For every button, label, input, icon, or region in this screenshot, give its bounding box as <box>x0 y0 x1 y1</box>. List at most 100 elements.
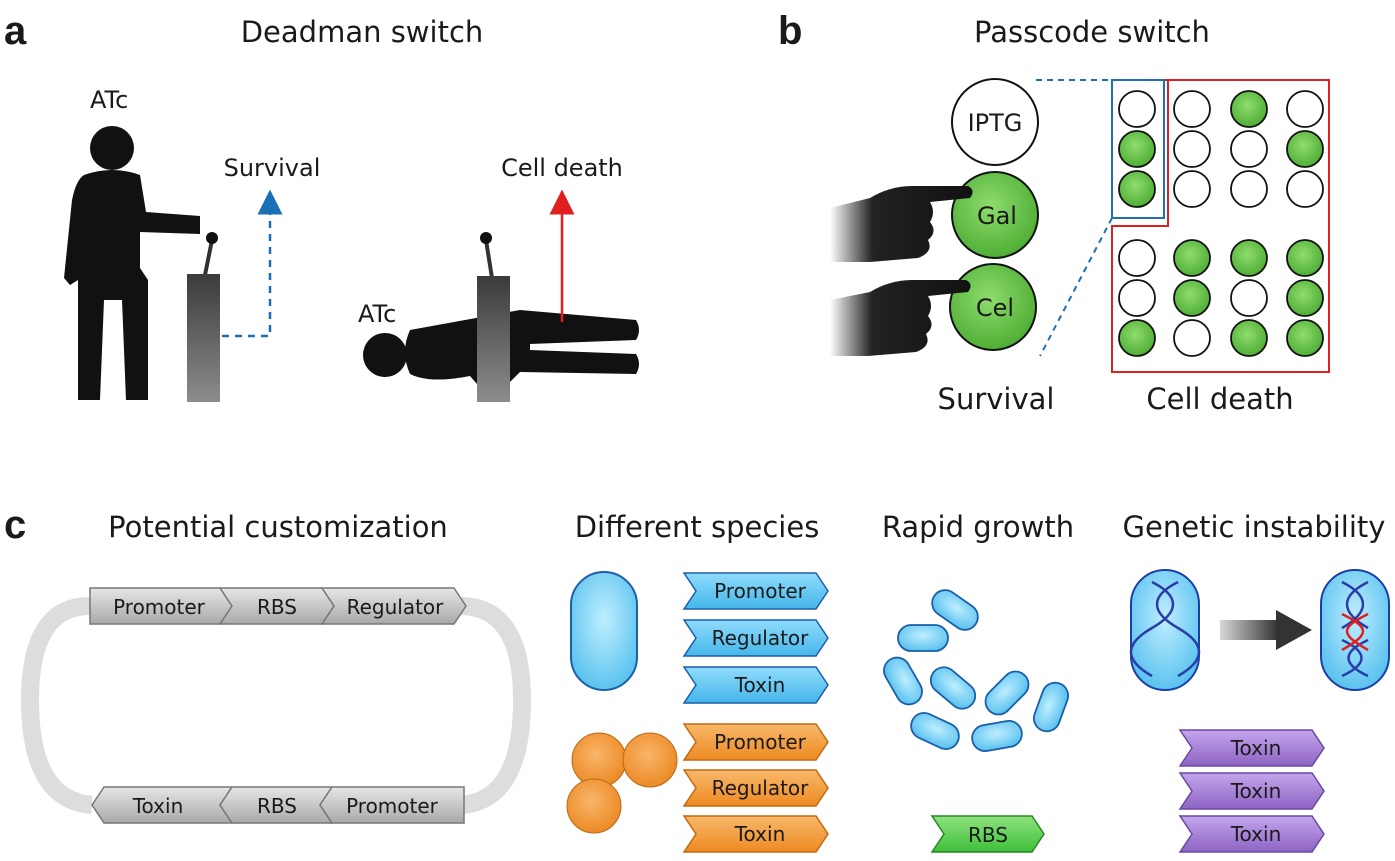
part-promoter-bottom <box>319 786 465 824</box>
input-circle-off <box>1286 170 1324 208</box>
input-circle-off <box>1118 90 1156 128</box>
cell-death-label-b: Cell death <box>1146 382 1293 416</box>
part-label: RBS <box>968 823 1008 847</box>
part-arrow <box>1178 815 1325 853</box>
cell-intact-dna-icon <box>1130 569 1200 691</box>
input-circle-off <box>1118 239 1156 277</box>
dna-mutation-red <box>1341 612 1369 652</box>
part-label: Regulator <box>347 595 445 619</box>
part-label: Toxin <box>1230 822 1282 846</box>
part-arrow <box>1178 772 1325 810</box>
part-label: Toxin <box>734 822 786 846</box>
part-label: Toxin <box>132 794 184 818</box>
atc-label-standing: ATc <box>90 86 128 114</box>
passcode-grid <box>1118 90 1324 357</box>
input-cel-button[interactable] <box>949 263 1037 351</box>
input-iptg-button[interactable] <box>951 78 1039 166</box>
input-gal-button[interactable] <box>951 171 1039 259</box>
input-gal-label: Gal <box>977 202 1017 230</box>
input-circle-off <box>1230 130 1268 168</box>
panel-a-letter: a <box>4 9 27 53</box>
input-iptg-label: IPTG <box>968 109 1023 137</box>
part-arrow <box>682 666 829 704</box>
part-regulator-top <box>320 587 467 625</box>
part-label: Toxin <box>734 673 786 697</box>
input-circle-off <box>1173 90 1211 128</box>
panel-c: c Potential customization Promoter RBS R… <box>4 503 1390 853</box>
panel-b: b Passcode switch IPTG Gal Cel Survival … <box>778 9 1330 416</box>
input-circle-off <box>1286 90 1324 128</box>
plasmid-top-parts: Promoter RBS Regulator <box>89 587 467 625</box>
input-circle-on <box>1230 90 1268 128</box>
part-label: Promoter <box>714 579 807 603</box>
orange-cocci-icon <box>566 732 678 834</box>
part-arrow <box>682 769 829 807</box>
arrow-head-icon <box>1276 610 1312 650</box>
part-arrow <box>682 723 829 761</box>
arrow-shaft <box>1220 620 1278 640</box>
part-rbs-growth <box>930 815 1045 853</box>
survival-box <box>1111 79 1165 219</box>
panel-b-title: Passcode switch <box>974 15 1210 49</box>
dna-helix-intact <box>1130 580 1200 678</box>
plasmid-left-arc <box>20 597 94 814</box>
input-circle-on <box>1286 279 1324 317</box>
part-label: Promoter <box>113 595 206 619</box>
part-label: Toxin <box>1230 779 1282 803</box>
rod-cell-icon <box>570 571 638 691</box>
input-circle-on <box>1173 239 1211 277</box>
part-label: Promoter <box>714 730 807 754</box>
part-label: Toxin <box>1230 736 1282 760</box>
survival-arrow <box>222 189 283 338</box>
plasmid-right-arc <box>459 597 532 814</box>
cell-mutated-dna-icon <box>1320 569 1390 691</box>
panel-a-title: Deadman switch <box>241 15 484 49</box>
input-circle-on <box>1286 239 1324 277</box>
cell-death-box <box>1111 79 1330 373</box>
input-cel-label: Cel <box>976 294 1014 322</box>
input-circle-off <box>1118 279 1156 317</box>
part-label: RBS <box>257 794 297 818</box>
input-circle-off <box>1173 130 1211 168</box>
atc-label-lying: ATc <box>358 300 396 328</box>
part-label: RBS <box>257 595 297 619</box>
input-circle-on <box>1118 319 1156 357</box>
part-arrow <box>1178 729 1325 767</box>
input-circle-on <box>1230 319 1268 357</box>
input-circle-off <box>1173 170 1211 208</box>
part-arrow <box>682 619 829 657</box>
lying-person-icon <box>363 310 639 392</box>
panel-b-letter: b <box>778 9 802 53</box>
part-label: Regulator <box>712 626 810 650</box>
part-arrow <box>682 815 829 853</box>
customization-title: Potential customization <box>108 510 448 544</box>
input-circle-on <box>1173 279 1211 317</box>
zoom-line-bottom <box>1039 217 1113 357</box>
input-circle-on <box>1118 170 1156 208</box>
growth-title: Rapid growth <box>882 510 1074 544</box>
lever-switch-standing <box>187 232 220 402</box>
survival-label-a: Survival <box>224 154 321 182</box>
input-circle-off <box>1230 170 1268 208</box>
panel-c-letter: c <box>4 503 26 547</box>
input-circle-off <box>1230 279 1268 317</box>
dividing-cells-icon <box>883 589 1070 752</box>
standing-person-icon <box>64 126 200 400</box>
cell-death-label-a: Cell death <box>501 154 623 182</box>
pointing-hand-icon-top <box>830 186 973 262</box>
part-label: Regulator <box>712 776 810 800</box>
input-circle-on <box>1286 319 1324 357</box>
dna-helix-mutated <box>1341 580 1369 678</box>
pointing-hand-icon-bottom <box>830 280 971 356</box>
input-circle-on <box>1286 130 1324 168</box>
plasmid-bottom-parts: Toxin RBS Promoter <box>91 786 465 824</box>
part-arrow <box>682 572 829 610</box>
panel-a: a Deadman switch ATc Survival ATc Cell d… <box>4 9 639 402</box>
survival-label-b: Survival <box>938 382 1055 416</box>
part-label: Promoter <box>346 794 439 818</box>
instability-title: Genetic instability <box>1123 510 1386 544</box>
input-circle-off <box>1173 319 1211 357</box>
